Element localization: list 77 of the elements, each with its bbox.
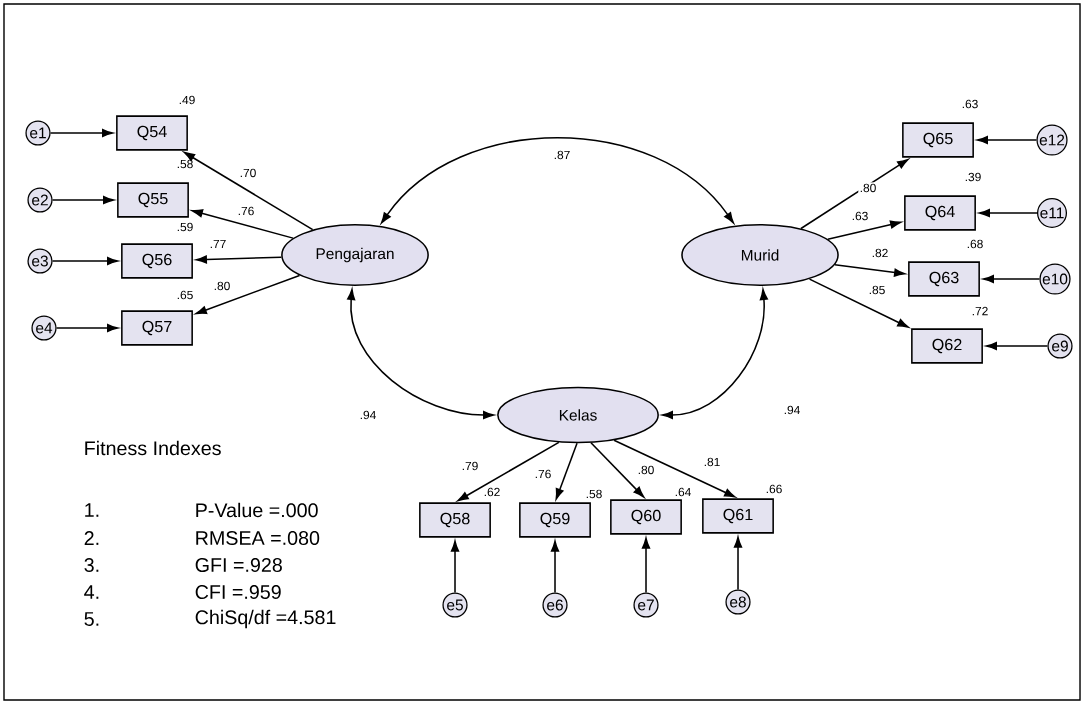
variable-box: Q61 [702, 498, 774, 534]
arrow [978, 208, 1038, 218]
variable-box: Q64 [904, 195, 976, 231]
variable-box: Q63 [908, 261, 980, 297]
arrow [49, 128, 114, 138]
arrow [733, 536, 743, 591]
arrow [55, 323, 119, 333]
edge-label: .81 [702, 456, 722, 468]
fit-index: CFI =.959 [195, 585, 281, 599]
edge-label: .87 [552, 149, 572, 161]
edge-label: .82 [870, 247, 890, 259]
arrow [976, 135, 1038, 145]
arrow [555, 442, 578, 500]
edge-label: .63 [850, 210, 870, 222]
edge-label: .80 [858, 182, 878, 194]
variable-box: Q56 [121, 243, 193, 279]
arrow [191, 209, 294, 239]
covariance-arrow [661, 288, 768, 420]
edge-label: .70 [238, 167, 258, 179]
arrow [641, 537, 651, 594]
arrow [982, 274, 1041, 284]
edge-label: .76 [236, 205, 256, 217]
edge-label: .85 [867, 284, 887, 296]
fit-index: ChiSq/df =4.581 [195, 609, 336, 629]
arrow [51, 195, 115, 205]
r-squared-value: .72 [972, 306, 988, 316]
arrow [590, 442, 645, 498]
r-squared-value: .49 [179, 95, 195, 105]
r-squared-value: .39 [965, 172, 981, 182]
list-number: 1. [85, 503, 99, 517]
arrow [457, 441, 560, 502]
arrow [800, 158, 909, 230]
covariance-arrow [380, 136, 734, 224]
variable-box: Q60 [610, 499, 682, 535]
edge-label: .77 [208, 238, 228, 250]
arrow [195, 274, 301, 315]
variable-box: Q59 [519, 502, 591, 538]
variable-box: Q65 [902, 122, 974, 158]
fit-index: GFI =.928 [195, 558, 282, 572]
arrow [183, 151, 314, 231]
r-squared-value: .63 [962, 99, 978, 109]
variable-box: Q55 [117, 182, 189, 218]
r-squared-value: .58 [177, 159, 193, 169]
arrow [985, 341, 1049, 351]
r-squared-value: .66 [766, 484, 782, 494]
arrow [550, 540, 560, 594]
r-squared-value: .58 [586, 489, 602, 499]
list-number: 2. [84, 531, 99, 545]
edge-label: .94 [782, 404, 802, 416]
arrow [827, 220, 902, 240]
list-number: 4. [84, 585, 99, 599]
arrow [195, 255, 283, 264]
edge-label: .80 [212, 280, 232, 292]
arrow [808, 278, 909, 328]
variable-box: Q54 [116, 115, 188, 151]
variable-box: Q58 [419, 502, 491, 538]
list-number: 5. [84, 612, 99, 626]
arrow [834, 264, 906, 277]
covariance-arrow [347, 288, 495, 420]
fit-index: P-Value =.000 [196, 502, 318, 518]
arrow [613, 439, 736, 498]
variable-box: Q57 [121, 310, 193, 346]
arrow [450, 540, 460, 594]
r-squared-value: .65 [177, 290, 193, 300]
r-squared-value: .59 [177, 222, 193, 232]
edge-label: .80 [636, 464, 656, 476]
edge-label: .94 [358, 409, 378, 421]
variable-box: Q62 [911, 328, 983, 364]
r-squared-value: .68 [967, 239, 983, 249]
list-number: 3. [84, 558, 99, 572]
fit-index: RMSEA =.080 [196, 531, 320, 545]
arrow [51, 256, 119, 266]
edge-label: .79 [460, 460, 480, 472]
r-squared-value: .62 [484, 487, 500, 497]
heading: Fitness Indexes [85, 440, 221, 456]
r-squared-value: .64 [675, 487, 691, 497]
edge-label: .76 [533, 468, 553, 480]
